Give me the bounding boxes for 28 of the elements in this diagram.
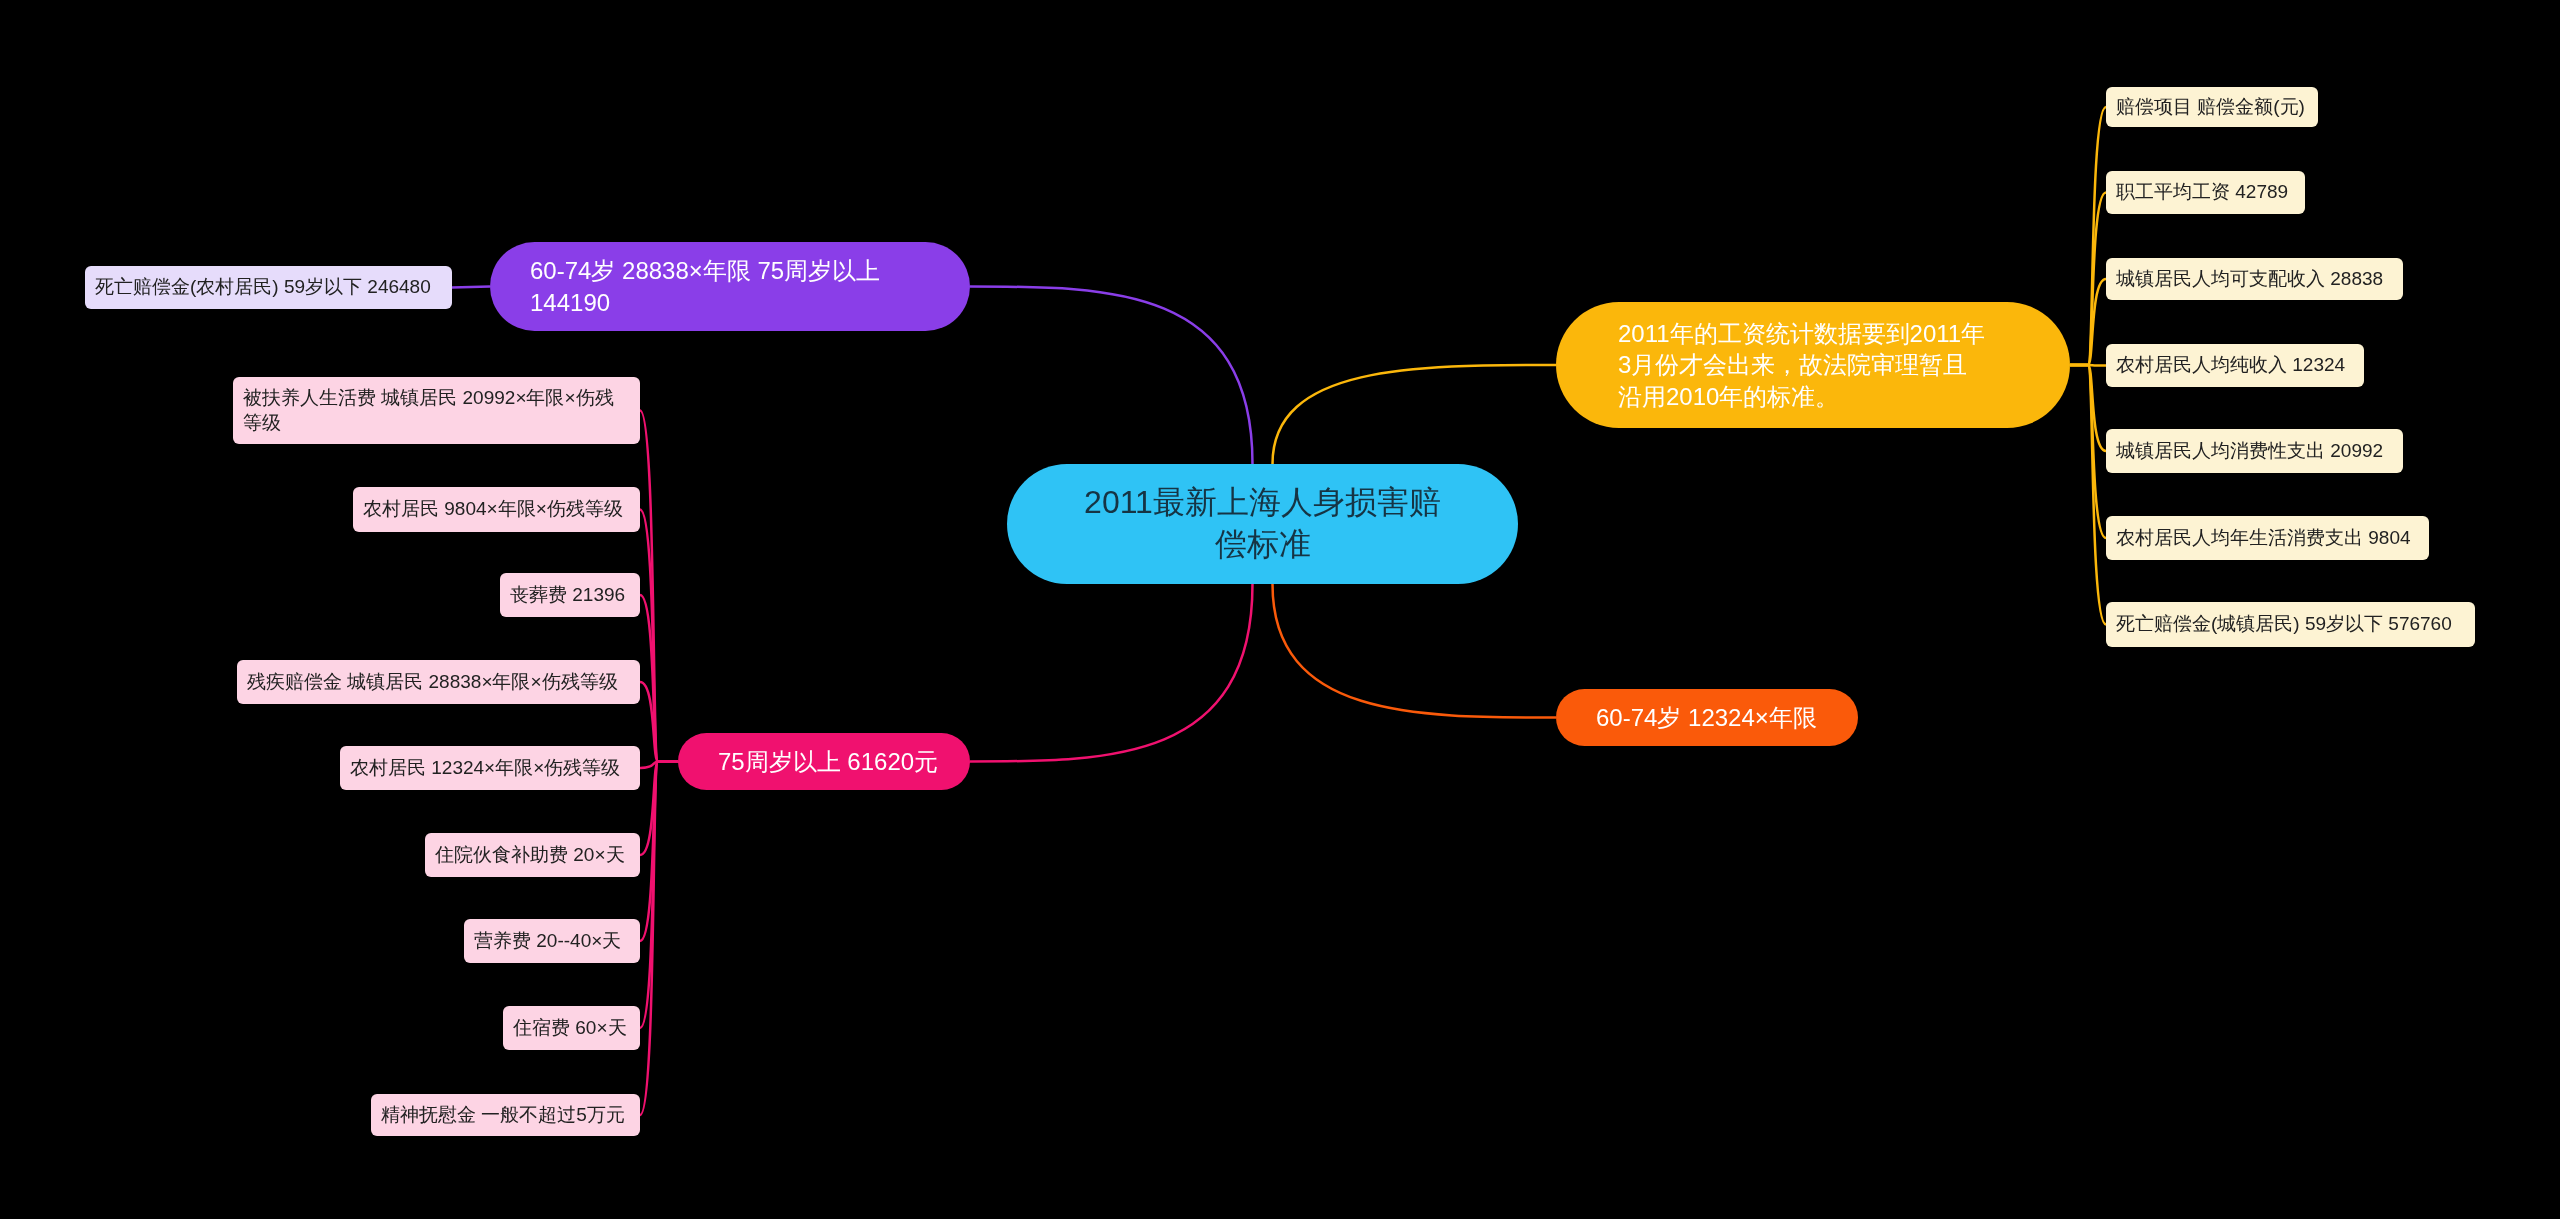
subtopic-box: 农村居民人均年生活消费支出 9804 xyxy=(2106,516,2429,560)
topic-box: 75周岁以上 61620元 xyxy=(678,733,970,790)
topic-box: 60-74岁 28838×年限 75周岁以上 144190 xyxy=(490,242,970,331)
central-topic: 2011最新上海人身损害赔偿标准 xyxy=(1007,464,1518,584)
subtopic-box: 死亡赔偿金(农村居民) 59岁以下 246480 xyxy=(85,266,452,309)
subtopic-box: 农村居民人均纯收入 12324 xyxy=(2106,344,2364,387)
connector-line xyxy=(970,285,1254,465)
subtopic-box: 农村居民 12324×年限×伤残等级 xyxy=(340,746,640,790)
connector-line xyxy=(1271,363,1556,465)
subtopic-box: 营养费 20--40×天 xyxy=(464,919,640,963)
subtopic-box: 赔偿项目 赔偿金额(元) xyxy=(2106,87,2318,127)
topic-box: 60-74岁 12324×年限 xyxy=(1556,689,1858,746)
subtopic-box: 残疾赔偿金 城镇居民 28838×年限×伤残等级 xyxy=(237,660,640,704)
subtopic-box: 农村居民 9804×年限×伤残等级 xyxy=(353,487,640,532)
topic-box: 2011年的工资统计数据要到2011年3月份才会出来，故法院审理暂且沿用2010年的标准。 xyxy=(1556,302,2070,428)
connector-line xyxy=(2070,363,2108,626)
subtopic-box: 丧葬费 21396 xyxy=(500,573,640,617)
connector-line xyxy=(451,285,491,289)
connector-line xyxy=(970,583,1254,763)
subtopic-box: 被扶养人生活费 城镇居民 20992×年限×伤残等级 xyxy=(233,377,640,444)
subtopic-box: 精神抚慰金 一般不超过5万元 xyxy=(371,1094,640,1136)
subtopic-box: 城镇居民人均可支配收入 28838 xyxy=(2106,258,2403,300)
subtopic-box: 死亡赔偿金(城镇居民) 59岁以下 576760 xyxy=(2106,602,2475,647)
subtopic-box: 城镇居民人均消费性支出 20992 xyxy=(2106,429,2403,473)
connector-line xyxy=(1271,583,1556,719)
subtopic-box: 住宿费 60×天 xyxy=(503,1006,640,1050)
subtopic-box: 住院伙食补助费 20×天 xyxy=(425,833,640,877)
subtopic-box: 职工平均工资 42789 xyxy=(2106,171,2305,214)
